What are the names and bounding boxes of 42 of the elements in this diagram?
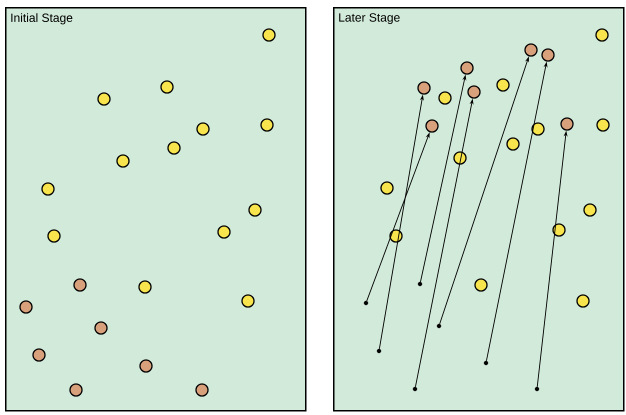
particle-circle [138, 280, 152, 294]
particle-circle [560, 117, 574, 131]
particle-circle [541, 48, 555, 62]
particle-circle [167, 141, 181, 155]
particle-circle [41, 182, 55, 196]
particle-circle [595, 28, 609, 42]
particle-circle [196, 122, 210, 136]
particle-circle [69, 383, 83, 397]
particle-circle [19, 300, 33, 314]
particle-circle [524, 43, 538, 57]
particle-circle [97, 92, 111, 106]
particle-circle [389, 229, 403, 243]
particle-circle [552, 223, 566, 237]
particle-circle [116, 154, 130, 168]
particle-circle [217, 225, 231, 239]
particle-circle [467, 85, 481, 99]
particle-circle [576, 294, 590, 308]
particle-circle [506, 137, 520, 151]
particle-circle [241, 294, 255, 308]
particle-circle [460, 61, 474, 75]
particle-circle [425, 119, 439, 133]
particle-circle [583, 203, 597, 217]
particle-circle [195, 383, 209, 397]
particle-circle [474, 278, 488, 292]
particle-circle [248, 203, 262, 217]
particle-circle [32, 348, 46, 362]
particle-circle [438, 91, 452, 105]
particle-circle [380, 181, 394, 195]
particle-circle [496, 78, 510, 92]
particle-circle [73, 278, 87, 292]
particle-circle [47, 229, 61, 243]
panel-title: Initial Stage [11, 13, 72, 24]
particle-circle [160, 80, 174, 94]
particle-circle [139, 359, 153, 373]
particle-circle [94, 321, 108, 335]
particle-circle [453, 151, 467, 165]
particle-circle [260, 118, 274, 132]
particle-circle [531, 122, 545, 136]
particle-circle [596, 118, 610, 132]
panel-title: Later Stage [339, 13, 400, 24]
particle-circle [417, 81, 431, 95]
particle-circle [262, 28, 276, 42]
